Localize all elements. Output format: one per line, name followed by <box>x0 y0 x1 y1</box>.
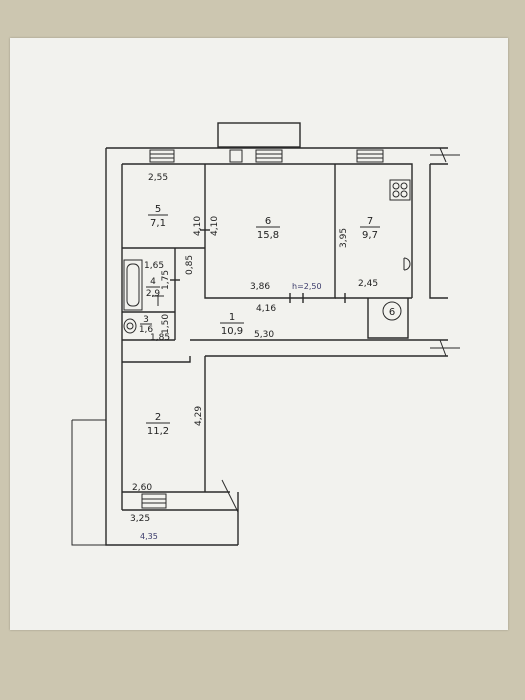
svg-text:5: 5 <box>155 204 161 215</box>
dim-429: 4,29 <box>194 406 204 426</box>
dim-530: 5,30 <box>254 330 274 340</box>
circled-mark <box>382 301 402 321</box>
dim-410-right: 4,10 <box>210 216 220 236</box>
paper-sheet <box>10 38 508 630</box>
room-1: 1 10,9 <box>220 312 244 337</box>
room-2: 2 11,2 <box>146 412 170 437</box>
break-mark-mid <box>430 339 460 357</box>
windows <box>141 149 384 509</box>
dim-260: 2,60 <box>132 483 152 493</box>
room-6-walls <box>204 164 336 299</box>
svg-text:4: 4 <box>150 277 156 287</box>
dim-325: 3,25 <box>130 514 150 524</box>
outer-wall-left <box>105 148 238 546</box>
room-3: 3 1,6 <box>139 315 154 335</box>
dim-150: 1,50 <box>161 314 171 334</box>
svg-text:3: 3 <box>143 315 149 325</box>
svg-text:15,8: 15,8 <box>257 230 279 241</box>
closet-box <box>367 298 409 339</box>
room-2-top-wall <box>122 356 191 363</box>
circled-mark-label: 6 <box>389 307 395 318</box>
svg-text:9,7: 9,7 <box>362 230 378 241</box>
dim-185: 1,85 <box>150 333 170 343</box>
dim-416: 4,16 <box>256 304 276 314</box>
dimension-labels: 2,55 4,10 4,10 3,95 0,85 1,65 1,75 1,50 … <box>130 173 378 541</box>
svg-text:1: 1 <box>229 312 235 323</box>
svg-text:6: 6 <box>265 216 271 227</box>
dim-410-left: 4,10 <box>193 216 203 236</box>
svg-text:2,9: 2,9 <box>146 289 161 299</box>
svg-text:7,1: 7,1 <box>150 218 166 229</box>
dim-395: 3,95 <box>339 228 349 248</box>
dim-386: 3,86 <box>250 282 270 292</box>
door-marks <box>170 229 346 303</box>
dim-255: 2,55 <box>148 173 168 183</box>
bathtub-icon <box>123 259 143 311</box>
dim-175: 1,75 <box>161 270 171 290</box>
svg-text:10,9: 10,9 <box>221 326 243 337</box>
room-4: 4 2,9 <box>146 277 161 299</box>
room-6: 6 15,8 <box>256 216 280 241</box>
dim-245: 2,45 <box>358 279 378 289</box>
dim-165: 1,65 <box>144 261 164 271</box>
svg-text:1,6: 1,6 <box>139 325 154 335</box>
left-extension <box>71 419 106 546</box>
dim-ceiling-height: h=2,50 <box>292 282 322 291</box>
break-mark-top <box>430 147 460 163</box>
svg-text:11,2: 11,2 <box>147 426 169 437</box>
room-7: 7 9,7 <box>360 216 380 241</box>
break-mark-bottom <box>221 479 239 513</box>
dim-435: 4,35 <box>140 532 158 541</box>
washbasin-icon <box>152 295 164 306</box>
inner-wall-top <box>122 163 413 298</box>
svg-text:7: 7 <box>367 216 373 227</box>
sink-icon <box>403 257 411 271</box>
room-5: 5 7,1 <box>148 204 168 229</box>
dim-085: 0,85 <box>185 255 195 275</box>
balcony-outline <box>217 122 301 148</box>
outer-wall-right <box>429 164 448 299</box>
svg-text:2: 2 <box>155 412 161 423</box>
stove-icon <box>389 179 411 201</box>
toilet-icon <box>123 318 137 334</box>
